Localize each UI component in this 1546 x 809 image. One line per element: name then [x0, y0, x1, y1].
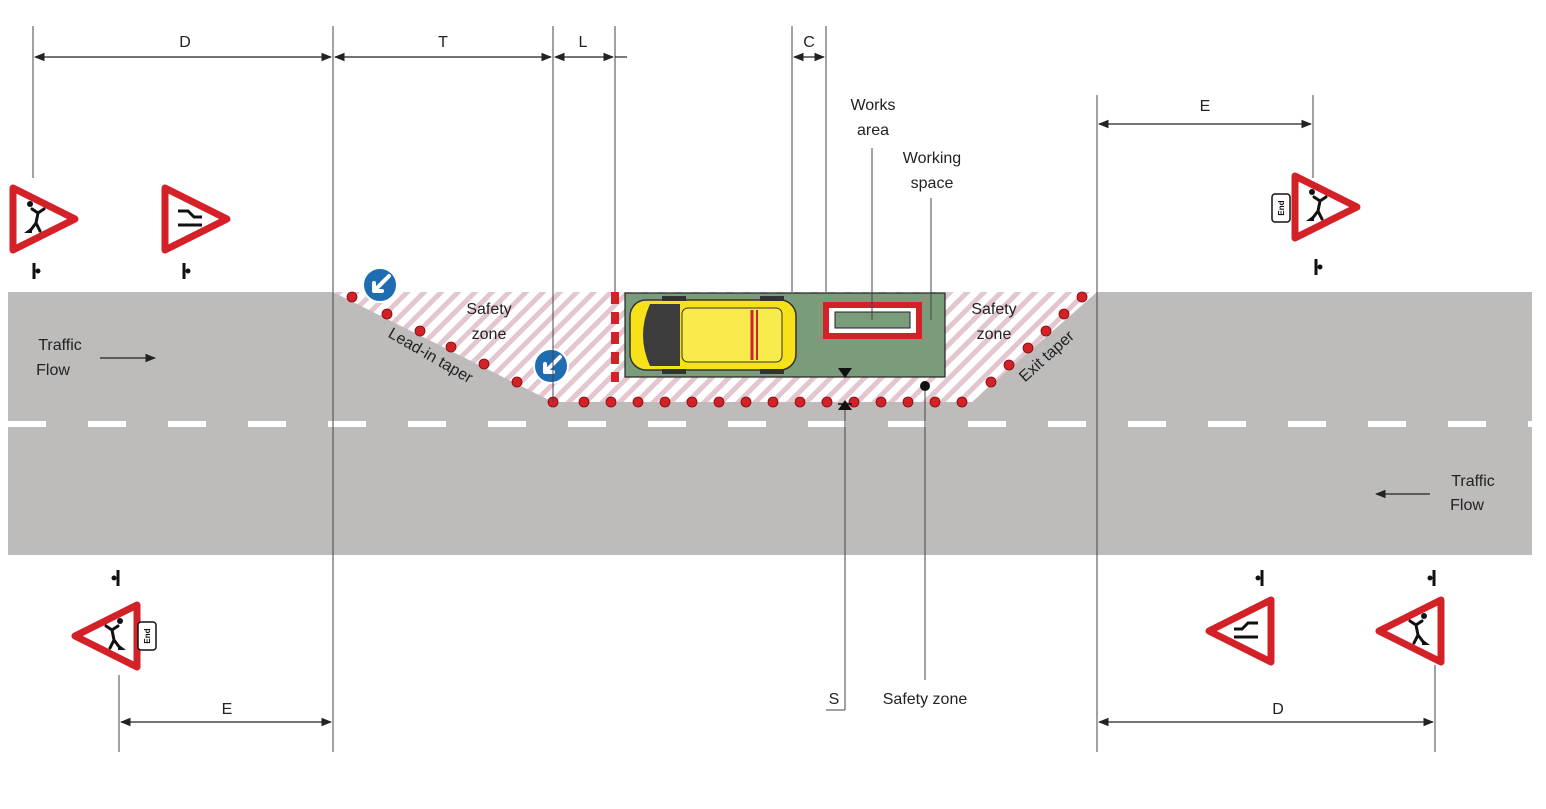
- dim-label-top-c: C: [803, 34, 815, 51]
- dim-label-top-t: T: [438, 34, 448, 51]
- dim-label-top-d: D: [179, 34, 191, 51]
- working-space-label-1: Working: [903, 150, 961, 167]
- safety-zone-exit-label-2: zone: [977, 326, 1012, 343]
- working-space-label-2: space: [911, 175, 954, 192]
- works-vehicle: [629, 296, 797, 374]
- sign-post-marker: [1427, 575, 1433, 581]
- road-narrows-sign-bottom-right-1: [1205, 596, 1275, 666]
- traffic-cone: [902, 396, 914, 408]
- dim-label-s: S: [829, 691, 840, 708]
- dimension-arrows: [33, 52, 1435, 727]
- sign-post: [32, 263, 36, 279]
- traffic-cone: [985, 376, 997, 388]
- end-plate-text: End: [1277, 200, 1286, 215]
- traffic-cone: [1003, 359, 1015, 371]
- safety-zone-lead-label-1: Safety: [466, 301, 511, 318]
- traffic-cone: [686, 396, 698, 408]
- roadworks-sign-bottom-left: [71, 601, 141, 671]
- traffic-cone: [632, 396, 644, 408]
- dim-label-top-l: L: [579, 34, 588, 51]
- traffic-flow-right-label-2: Flow: [1450, 497, 1484, 514]
- traffic-flow-left-label-2: Flow: [36, 362, 70, 379]
- road-narrows-sign-top-left-2: [161, 184, 231, 254]
- sign-post-marker: [1255, 575, 1261, 581]
- traffic-cone: [1058, 308, 1070, 320]
- roadworks-sign-top-left-1: [9, 184, 79, 254]
- traffic-cones: [346, 291, 1088, 408]
- works-area-label-1: Works: [850, 97, 895, 114]
- safety-zone-bottom-label: Safety zone: [883, 691, 968, 708]
- sign-post: [1432, 570, 1436, 586]
- works-area-label-2: area: [857, 122, 889, 139]
- sign-post: [182, 263, 186, 279]
- traffic-cone: [794, 396, 806, 408]
- keep-left-sign-2: [533, 348, 569, 384]
- traffic-cone: [578, 396, 590, 408]
- traffic-cone: [511, 376, 523, 388]
- traffic-cone: [929, 396, 941, 408]
- traffic-cone: [1076, 291, 1088, 303]
- safety-zone-exit-label-1: Safety: [971, 301, 1016, 318]
- traffic-cone: [659, 396, 671, 408]
- traffic-cone: [1022, 342, 1034, 354]
- traffic-cone: [381, 308, 393, 320]
- traffic-cone: [848, 396, 860, 408]
- traffic-flow-left-label-1: Traffic: [38, 337, 82, 354]
- end-plate-text: End: [143, 628, 152, 643]
- dim-label-bottom-e: E: [222, 701, 233, 718]
- traffic-cone: [346, 291, 358, 303]
- s-marker-top: [838, 368, 852, 378]
- end-plate-top-right: End: [1271, 193, 1291, 223]
- sign-post: [116, 570, 120, 586]
- safety-zone-dot: [920, 381, 930, 391]
- traffic-cone: [1040, 325, 1052, 337]
- sign-post-marker: [35, 268, 41, 274]
- traffic-cone: [767, 396, 779, 408]
- traffic-cone: [740, 396, 752, 408]
- traffic-flow-right-label-1: Traffic: [1451, 473, 1495, 490]
- traffic-cone: [713, 396, 725, 408]
- safety-zone-lead-label-2: zone: [472, 326, 507, 343]
- roadworks-sign-bottom-right-2: [1375, 596, 1445, 666]
- traffic-cone: [875, 396, 887, 408]
- dim-label-top-e: E: [1200, 98, 1211, 115]
- sign-post: [1260, 570, 1264, 586]
- s-marker-bottom: [838, 400, 852, 410]
- traffic-cone: [478, 358, 490, 370]
- roadworks-sign-top-right: [1291, 172, 1361, 242]
- sign-post: [1314, 259, 1318, 275]
- keep-left-sign-1: [362, 267, 398, 303]
- traffic-cone: [821, 396, 833, 408]
- traffic-cone: [956, 396, 968, 408]
- sign-post-marker: [185, 268, 191, 274]
- sign-post-marker: [1317, 264, 1323, 270]
- extension-lines: [32, 26, 1436, 752]
- traffic-cone: [605, 396, 617, 408]
- sign-post-marker: [111, 575, 117, 581]
- end-plate-bottom-left: End: [137, 621, 157, 651]
- traffic-cone: [445, 341, 457, 353]
- dim-label-bottom-d: D: [1272, 701, 1284, 718]
- traffic-cone: [414, 325, 426, 337]
